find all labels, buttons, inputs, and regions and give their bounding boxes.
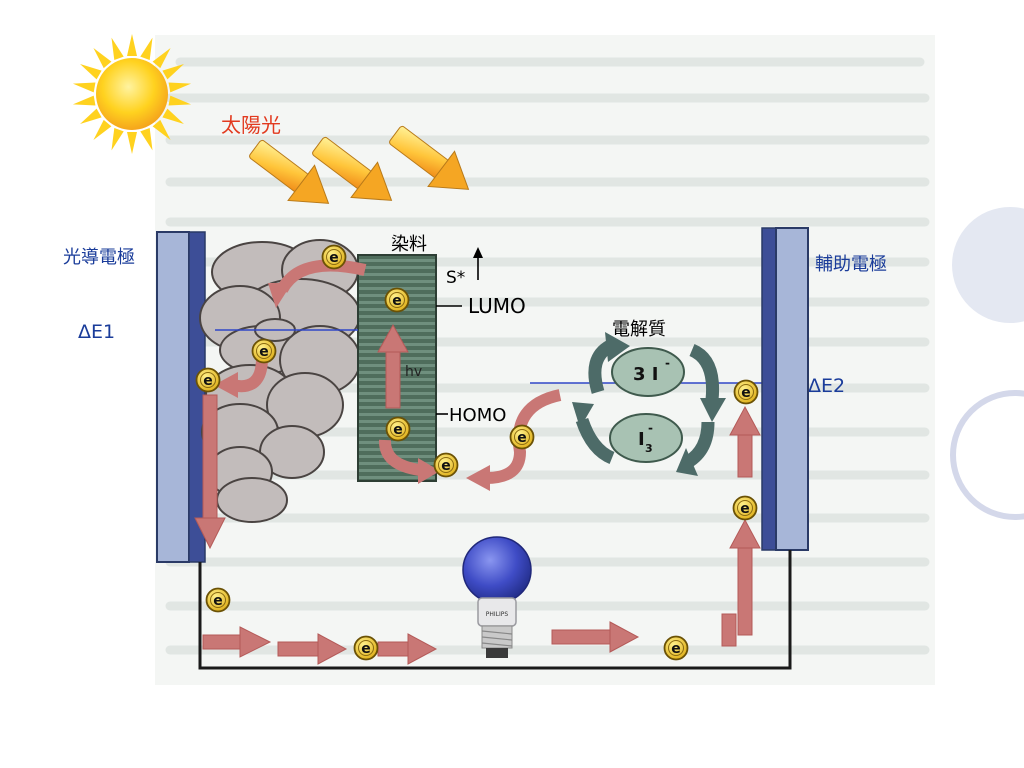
svg-text:e: e	[329, 250, 339, 266]
electron-flow-arrow	[551, 629, 613, 645]
electron-flow-arrows	[194, 323, 761, 665]
iodide-charge-text: -	[648, 421, 653, 435]
photo-electrode-label: 光導電極	[63, 247, 135, 268]
tio2-nanoparticles	[199, 239, 361, 523]
svg-text:e: e	[671, 641, 681, 657]
counter-electrode	[775, 227, 809, 551]
photo-electrode	[156, 231, 190, 563]
svg-text:e: e	[203, 373, 213, 389]
dye-label: 染料	[391, 234, 427, 255]
electron-flow-arrow	[239, 626, 272, 658]
electron-flow-arrow	[385, 349, 401, 409]
sunlight-ray	[249, 139, 330, 204]
electron-flow-arrow	[737, 544, 753, 636]
iodide-base-text: I	[638, 429, 645, 450]
iodide-subscript-text: 3	[645, 442, 653, 455]
electron-icon: e	[509, 424, 535, 450]
electron-icon: e	[353, 635, 379, 661]
svg-text:e: e	[213, 593, 223, 609]
electron-flow-arrow	[609, 621, 640, 653]
redox-cycle-arrowheads	[572, 332, 726, 476]
photon-energy-label: hv	[405, 364, 422, 380]
electron-flow-arrow	[721, 613, 737, 647]
electron-icon: e	[321, 244, 347, 270]
external-circuit-wire	[198, 550, 792, 670]
background-circle-decoration	[950, 390, 1024, 520]
sunlight-label: 太陽光	[221, 113, 281, 137]
background-circle-decoration	[952, 207, 1024, 323]
electron-icon: e	[384, 287, 410, 313]
sunlight-ray	[312, 136, 393, 201]
electron-icon: e	[663, 635, 689, 661]
electrolyte-transfer-arrow	[485, 389, 562, 484]
redox-cycle-arrow	[684, 421, 715, 468]
electron-icon: e	[195, 367, 221, 393]
triiodide-charge-text: -	[665, 356, 670, 370]
electron-flow-arrow	[407, 633, 438, 665]
svg-text:e: e	[740, 501, 750, 517]
bulb-brand-text: PHILIPS	[486, 611, 509, 618]
lumo-label: LUMO	[468, 294, 526, 318]
curved-arrowheads	[214, 283, 490, 491]
triiodide-coefficient-text: 3 I	[633, 364, 659, 385]
counter-electrode-conductive-layer	[761, 227, 777, 551]
svg-text:e: e	[361, 641, 371, 657]
electron-icon: e	[385, 416, 411, 442]
svg-text:e: e	[441, 458, 451, 474]
electron-flow-arrow	[277, 641, 321, 657]
electron-flow-arrow	[377, 641, 411, 657]
electron-flow-arrow	[737, 431, 753, 478]
triiodide-ion: 3 I -	[611, 347, 685, 397]
dye-regeneration-arrow	[379, 439, 422, 476]
redox-cycle-arrow	[575, 417, 615, 465]
electron-icon: e	[205, 587, 231, 613]
counter-electrode-label: 輔助電極	[815, 254, 887, 275]
redox-cycle-arrow	[688, 344, 720, 401]
excited-state-arrowhead	[473, 247, 483, 258]
light-bulb-icon: PHILIPS	[462, 536, 532, 658]
electron-icon: e	[251, 338, 277, 364]
electron-flow-arrow	[202, 394, 218, 521]
electron-icon: e	[733, 379, 759, 405]
homo-label: HOMO	[449, 405, 506, 426]
svg-text:e: e	[393, 422, 403, 438]
electron-icon: e	[732, 495, 758, 521]
svg-text:e: e	[259, 344, 269, 360]
electron-flow-arrow	[202, 634, 244, 650]
electrolyte-label: 電解質	[612, 319, 666, 340]
electron-flow-arrow	[194, 517, 226, 550]
svg-text:e: e	[392, 293, 402, 309]
sun-icon	[72, 34, 192, 154]
electron-flow-arrow	[377, 323, 409, 353]
excited-state-label: S*	[446, 268, 465, 288]
svg-text:e: e	[517, 430, 527, 446]
sunlight-ray	[389, 125, 470, 190]
electron-icon: e	[433, 452, 459, 478]
electron-flow-arrow	[729, 405, 761, 436]
electron-flow-arrow	[729, 518, 761, 549]
svg-text:e: e	[741, 385, 751, 401]
electron-flow-arrow	[317, 633, 348, 665]
delta-e2-label: ΔE2	[808, 375, 845, 397]
iodide-ion: I 3 -	[609, 413, 683, 463]
delta-e1-label: ΔE1	[78, 321, 115, 343]
